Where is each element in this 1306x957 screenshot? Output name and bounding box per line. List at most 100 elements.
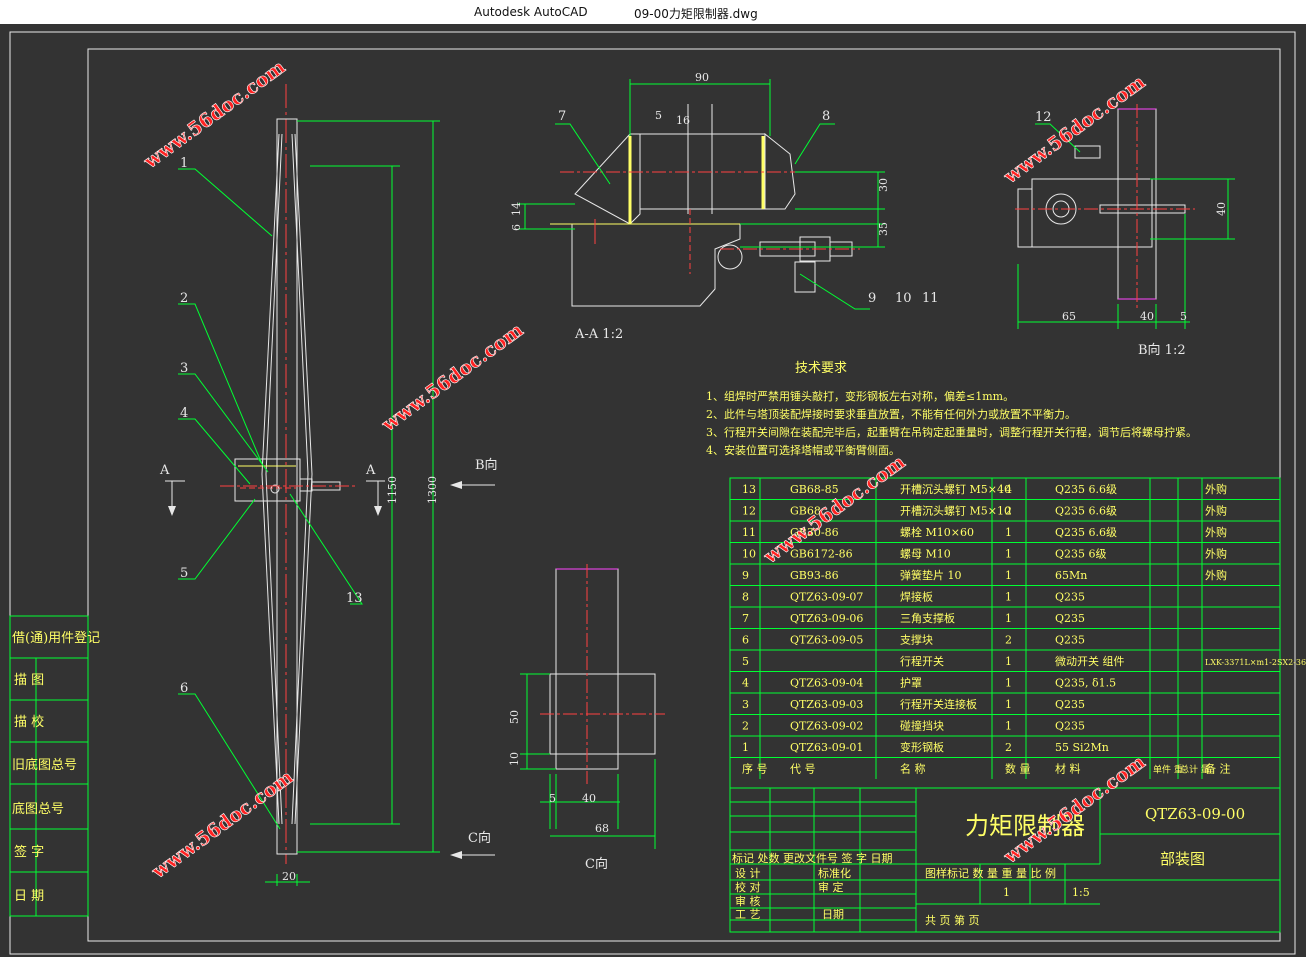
role-check: 校 对 (735, 880, 761, 894)
bom-cell-code: GB6172-86 (790, 548, 853, 561)
bom-cell-no: 1 (742, 741, 749, 754)
c-view-arrow-label: C向 (468, 830, 491, 846)
bom-cell-qty: 2 (1005, 505, 1012, 518)
bom-cell-code: GB93-86 (790, 569, 839, 582)
bom-cell-material: 55 Si2Mn (1055, 741, 1109, 754)
bom-header-total: 总计 量 (1180, 764, 1210, 776)
scale-value: 1:5 (1072, 886, 1090, 899)
bom-cell-code: QTZ63-09-05 (790, 634, 863, 647)
bom-cell-material: Q235 (1055, 720, 1085, 733)
balloon-2: 2 (180, 291, 188, 306)
dim-1300: 1300 (426, 476, 439, 504)
bom-cell-no: 11 (742, 526, 756, 539)
role-design: 设 计 (735, 867, 761, 880)
dim-40c: 40 (582, 792, 596, 805)
tech-item-1: 1、组焊时严禁用锤头敲打，变形钢板左右对称，偏差≤1mm。 (706, 389, 1014, 403)
bom-cell-name: 三角支撑板 (900, 611, 955, 625)
bom-cell-qty: 2 (1005, 741, 1012, 754)
bom-cell-qty: 2 (1005, 634, 1012, 647)
quantity-value: 1 (1003, 886, 1010, 899)
bom-cell-note: 外购 (1205, 525, 1227, 539)
revision-header: 标记 处数 更改文件号 签 字 日期 (732, 851, 892, 865)
bom-cell-code: GB68-85 (790, 483, 839, 496)
bom-cell-name: 螺栓 M10×60 (900, 525, 974, 539)
strip-text-2: 描 校 (14, 714, 44, 730)
bom-header-qty: 数 量 (1005, 763, 1031, 776)
bom-cell-qty: 1 (1005, 548, 1012, 561)
watermark-1: www.56doc.com (139, 56, 289, 174)
dim-20: 20 (282, 870, 296, 883)
view-c-label: C向 (585, 856, 608, 872)
dim-5: 5 (655, 109, 662, 122)
bom-cell-code: QTZ63-09-06 (790, 612, 863, 625)
tech-item-2: 2、此件与塔顶装配焊接时要求垂直放置，不能有任何外力或放置不平衡力。 (706, 407, 1076, 421)
dim-5b: 5 (1180, 310, 1187, 323)
section-aa-view[interactable]: 90 5 16 30 35 14 6 7 8 9 10 11 A-A 1:2 (510, 71, 939, 342)
dim-10: 10 (508, 752, 521, 766)
bom-cell-name: 焊接板 (900, 590, 933, 604)
b-view-arrow-label: B向 (475, 457, 498, 473)
dim-1150: 1150 (386, 476, 399, 504)
strip-text-0: 借(通)用件登记 (12, 631, 100, 646)
balloon-7: 7 (558, 109, 566, 124)
role-review: 审 核 (735, 894, 761, 908)
bom-header-material: 材 料 (1055, 762, 1081, 776)
balloon-3: 3 (180, 361, 188, 376)
bom-cell-note: 外购 (1205, 504, 1227, 518)
view-aa-label: A-A 1:2 (574, 327, 623, 342)
bom-cell-note: LXK-3371L×m1-2SX2-36WC3-120-10 (1205, 658, 1306, 667)
bom-header-unit: 单件 重 (1153, 764, 1183, 776)
bom-header-name: 名 称 (900, 762, 926, 776)
view-b-label: B向 1:2 (1138, 342, 1186, 358)
balloon-5: 5 (180, 566, 188, 581)
app-name: Autodesk AutoCAD (474, 5, 588, 19)
side-view[interactable]: 1150 1300 20 A A B向 C向 1 2 3 4 5 6 13 (159, 84, 498, 886)
balloon-13: 13 (346, 591, 363, 606)
drawing-canvas[interactable]: 借(通)用件登记 描 图 描 校 旧底图总号 底图总号 签 字 日 期 (0, 24, 1306, 957)
sheets-info: 共 页 第 页 (925, 913, 980, 927)
bom-cell-no: 4 (742, 677, 749, 690)
technical-requirements: 技术要求 1、组焊时严禁用锤头敲打，变形钢板左右对称，偏差≤1mm。 2、此件与… (706, 361, 1197, 457)
bom-cell-no: 5 (742, 655, 749, 668)
dim-35: 35 (877, 222, 890, 236)
dim-65: 65 (1062, 310, 1076, 323)
strip-text-4: 底图总号 (12, 801, 64, 817)
bom-cell-no: 6 (742, 634, 749, 647)
bom-cell-code: QTZ63-09-07 (790, 591, 863, 604)
drawing-number: QTZ63-09-00 (1145, 805, 1245, 823)
b-view[interactable]: 65 40 5 40 12 B向 1:2 (1015, 104, 1235, 358)
bom-cell-no: 8 (742, 591, 749, 604)
bom-cell-qty: 1 (1005, 698, 1012, 711)
dim-14: 14 (510, 202, 523, 216)
bom-cell-material: Q235 6.6级 (1055, 505, 1117, 518)
watermark-2: www.56doc.com (377, 319, 527, 437)
watermark-4: www.56doc.com (999, 71, 1149, 189)
role-approve: 审 定 (818, 880, 844, 894)
bom-cell-code: QTZ63-09-02 (790, 720, 863, 733)
bom-cell-qty: 1 (1005, 591, 1012, 604)
title-block[interactable]: 力矩限制器 QTZ63-09-00 部装图 标记 处数 更改文件号 签 字 日期… (729, 787, 1281, 933)
bom-cell-name: 螺母 M10 (900, 548, 951, 561)
tech-item-4: 4、安装位置可选择塔帽或平衡臂侧面。 (706, 443, 900, 457)
drawing-type: 部装图 (1160, 850, 1205, 868)
bom-cell-code: QTZ63-09-01 (790, 741, 863, 754)
bom-cell-name: 支撑块 (900, 633, 933, 647)
strip-text-6: 日 期 (14, 889, 44, 904)
bom-cell-no: 10 (742, 548, 756, 561)
bom-cell-qty: 1 (1005, 677, 1012, 690)
role-standard: 标准化 (818, 866, 851, 880)
bom-cell-qty: 1 (1005, 720, 1012, 733)
section-a-left: A (159, 463, 170, 478)
strip-text-1: 描 图 (14, 673, 44, 688)
dim-16: 16 (676, 114, 690, 127)
bom-header-code: 代 号 (790, 763, 816, 776)
drawing-name: 力矩限制器 (965, 812, 1085, 840)
bom-cell-name: 护罩 (900, 676, 922, 690)
dim-68: 68 (595, 822, 609, 835)
dim-90: 90 (695, 71, 709, 84)
bom-cell-code: QTZ63-09-04 (790, 677, 863, 690)
bom-cell-qty: 1 (1005, 612, 1012, 625)
c-view[interactable]: 50 10 5 40 68 C向 (508, 564, 665, 872)
section-a-right: A (365, 463, 376, 478)
